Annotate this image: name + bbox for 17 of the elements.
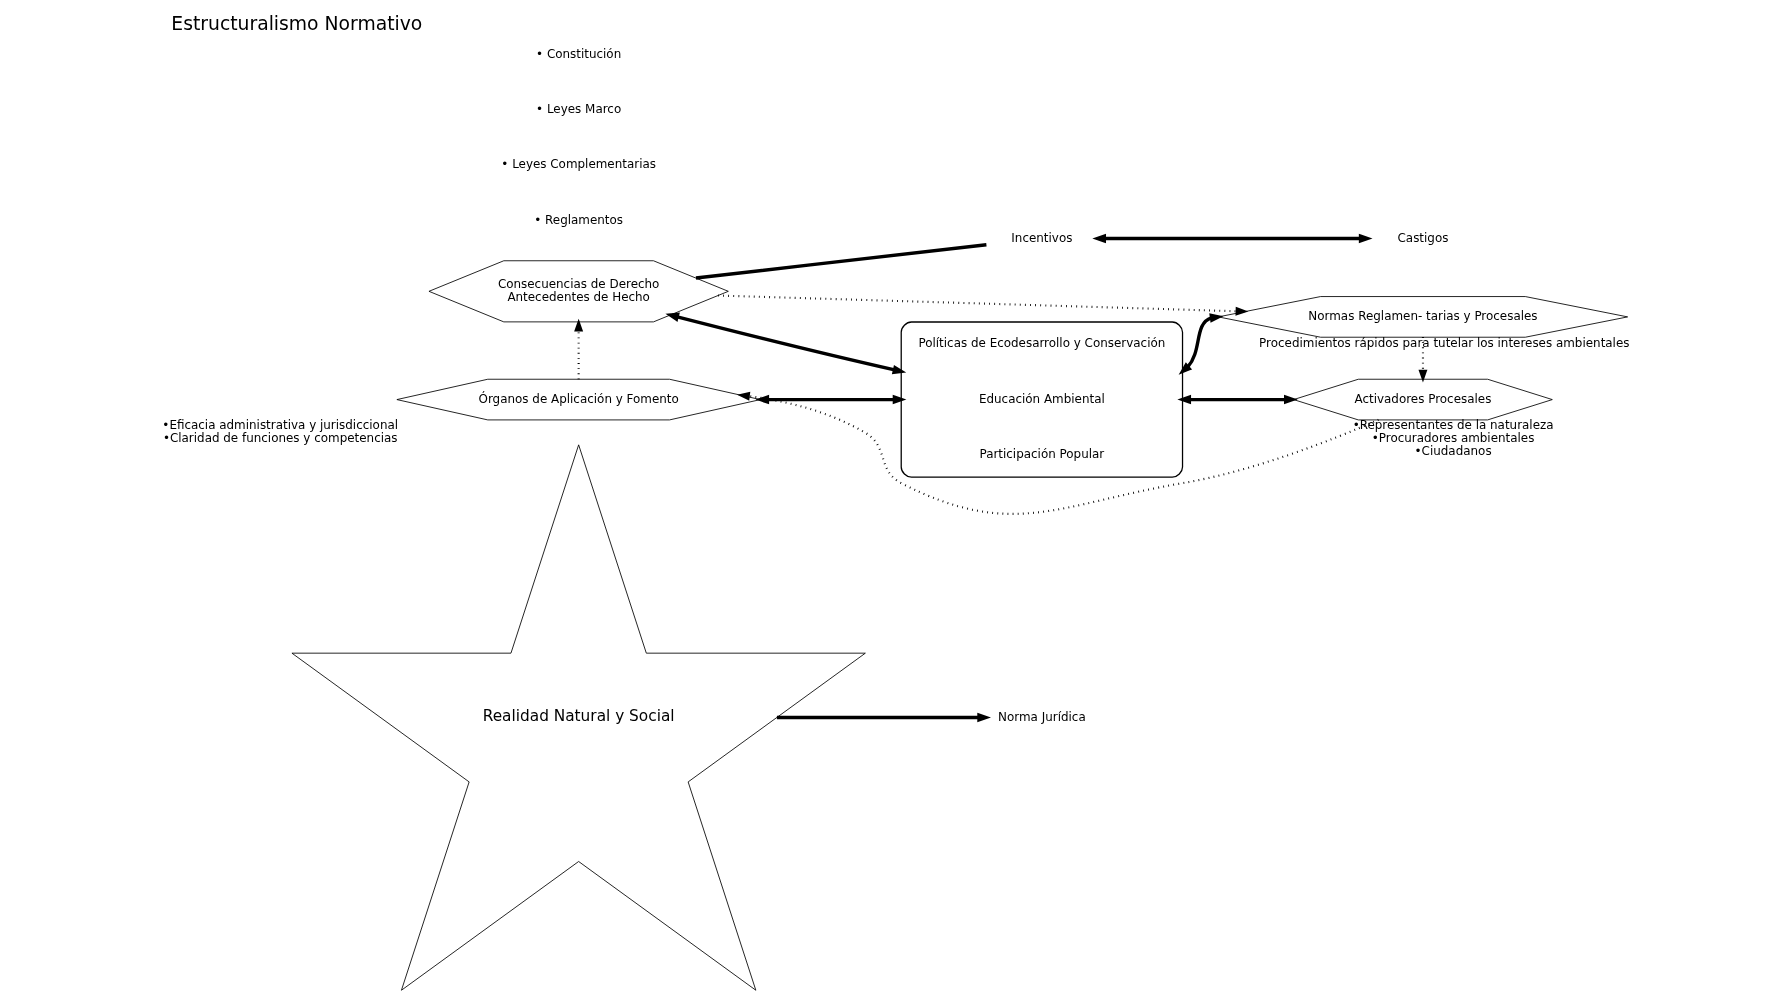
- node-text: Políticas de Ecodesarrollo y Conservación: [918, 336, 1166, 351]
- node-label: •Claridad de funciones y competencias: [162, 431, 398, 446]
- node-text: Participación Popular: [979, 447, 1105, 462]
- diagram-title: Estructuralismo Normativo: [171, 13, 423, 35]
- label: • Constitución: [536, 46, 622, 61]
- node-text: Castigos: [1397, 230, 1449, 245]
- label: • Reglamentos: [534, 212, 624, 227]
- node-label: •Representantes de la naturaleza: [1352, 418, 1554, 433]
- node-text: Norma Jurídica: [998, 709, 1086, 724]
- node-text: Incentivos: [1011, 230, 1073, 245]
- node-text: Educación Ambiental: [978, 391, 1105, 406]
- node-label: Procedimientos rápidos para tutelar los intereses ambientales: [1259, 335, 1630, 350]
- node-label: •Procuradores ambientales: [1371, 431, 1535, 446]
- label: • Leyes Complementarias: [501, 157, 656, 172]
- label: • Leyes Marco: [536, 101, 622, 116]
- node-label: •Eficacia administrativa y jurisdiccional: [162, 418, 399, 433]
- node-label: •Ciudadanos: [1414, 443, 1492, 458]
